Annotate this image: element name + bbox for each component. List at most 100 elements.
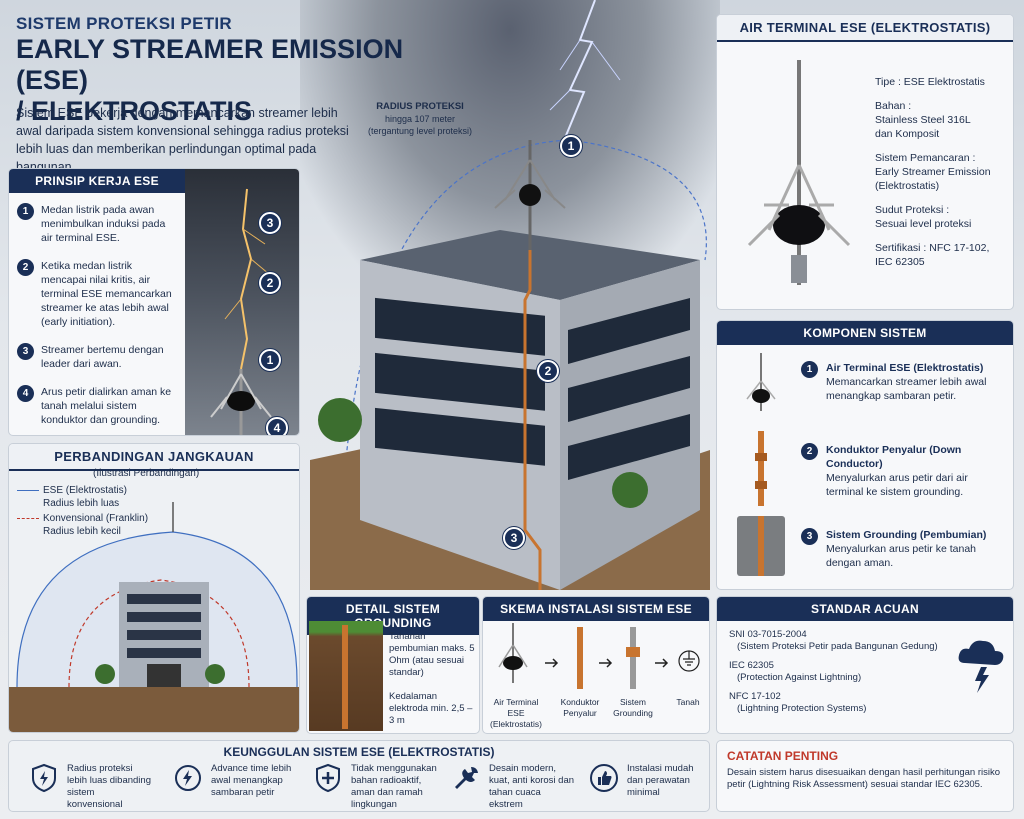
keunggulan-text-2: Advance time lebih awal menangkap sambar… [211,763,292,798]
airterm-title: AIR TERMINAL ESE (ELEKTROSTATIS) [717,15,1013,42]
komponen-item-2: 2 Konduktor Penyalur (Down Conductor)Men… [727,431,1007,506]
prinsip-photo [185,169,299,435]
airterm-specs: Tipe : ESE Elektrostatis Bahan : Stainle… [875,75,1010,269]
standar-code-2: IEC 62305 [729,660,774,671]
komponen-desc-2: Menyalurkan arus petir dari air terminal… [826,472,968,498]
grounding-bullets: Tahanan pembumian maks. 5 Ohm (atau sesu… [389,631,477,727]
radius-line1: hingga 107 meter [384,114,456,124]
spec-sertifikasi: Sertifikasi : NFC 17-102, [875,242,990,254]
skema-label-1: Air Terminal ESE (Elektrostatis) [490,697,542,729]
prinsip-list: 1 Medan listrik pada awan menimbulkan in… [9,195,181,435]
grounding-bullet-2: Kedalaman elektroda min. 2,5 – 3 m [389,691,473,726]
prinsip-item-4: 4 Arus petir dialirkan aman ke tanah mel… [17,385,175,427]
skema-title: SKEMA INSTALASI SISTEM ESE [483,597,709,621]
keunggulan-title: KEUNGGULAN SISTEM ESE (ELEKTROSTATIS) [223,745,495,759]
airterm-panel: AIR TERMINAL ESE (ELEKTROSTATIS) Tipe : … [716,14,1014,310]
standar-code-1: SNI 03-7015-2004 [729,629,807,640]
photo-marker-1: 1 [259,349,281,371]
lightning-bolt-illustration [549,0,621,150]
komponen-name-1: Air Terminal ESE (Elektrostatis) [826,362,984,374]
prinsip-text-3: Streamer bertemu dengan leader dari awan… [41,344,164,370]
jangkauan-title: PERBANDINGAN JANGKAUAN [9,444,299,471]
komponen-num-2: 2 [801,443,818,460]
prinsip-num-2: 2 [17,259,34,276]
komponen-num-1: 1 [801,361,818,378]
komponen-desc-1: Memancarkan streamer lebih awal menangka… [826,376,987,402]
keunggulan-text-1: Radius proteksi lebih luas dibanding sis… [67,763,151,810]
page-title: EARLY STREAMER EMISSION (ESE) / ELEKTROS… [16,34,456,127]
keunggulan-panel: KEUNGGULAN SISTEM ESE (ELEKTROSTATIS) Ra… [8,740,710,812]
legend-ese: ESE (Elektrostatis) Radius lebih luas [17,484,127,510]
radius-title: RADIUS PROTEKSI [376,101,464,112]
legend-konv-label: Konvensional (Franklin) [43,513,149,524]
legend-ese-sub: Radius lebih luas [43,498,120,509]
komponen-panel: KOMPONEN SISTEM 1 Air Terminal ESE (Elek… [716,320,1014,590]
bolt-circle-icon [175,765,201,791]
komponen-item-1: 1 Air Terminal ESE (Elektrostatis) Memanc… [727,351,1007,421]
shield-bolt-icon [32,763,56,793]
grounding-panel: DETAIL SISTEM GROUNDING Tahanan pembumia… [306,596,480,734]
prinsip-item-1: 1 Medan listrik pada awan menimbulkan in… [17,203,175,245]
keunggulan-text-4: Desain modern, kuat, anti korosi dan tah… [489,763,575,810]
prinsip-num-4: 4 [17,385,34,402]
prinsip-item-2: 2 Ketika medan listrik mencapai nilai kr… [17,259,175,329]
komponen-num-3: 3 [801,528,818,545]
standar-code-3: NFC 17-102 [729,691,781,702]
radius-label: RADIUS PROTEKSI hingga 107 meter (tergan… [360,100,480,137]
prinsip-text-2: Ketika medan listrik mencapai nilai krit… [41,260,172,328]
soil-cross-section [309,621,383,731]
spec-bahan-v2: dan Komposit [875,128,940,140]
building-illustration [310,139,710,590]
catatan-panel: CATATAN PENTING Desain sistem harus dise… [716,740,1014,812]
spec-tipe: Tipe : ESE Elektrostatis [875,76,985,88]
spec-bahan: Bahan : [875,100,912,112]
spec-sertifikasi-v: IEC 62305 [875,256,925,268]
legend-konv: Konvensional (Franklin) Radius lebih kec… [17,512,148,538]
prinsip-item-3: 3 Streamer bertemu dengan leader dari aw… [17,343,175,371]
keunggulan-item-4: Desain modern, kuat, anti korosi dan tah… [451,763,575,811]
prinsip-num-3: 3 [17,343,34,360]
building-marker-3: 3 [503,527,525,549]
keunggulan-item-2: Advance time lebih awal menangkap sambar… [173,763,299,799]
air-terminal-thumb-icon [746,353,776,411]
komponen-desc-3: Menyalurkan arus petir ke tanah dengan a… [826,543,976,569]
photo-marker-2: 2 [259,272,281,294]
keunggulan-item-5: Instalasi mudah dan perawatan minimal [589,763,705,799]
coverage-comparison-diagram [9,502,299,732]
skema-diagram [498,623,700,689]
spec-pemancaran: Sistem Pemancaran : [875,152,976,164]
prinsip-text-4: Arus petir dialirkan aman ke tanah melal… [41,386,172,426]
grounding-thumb-icon [737,516,785,576]
header-kicker: SISTEM PROTEKSI PETIR [16,14,232,33]
keunggulan-item-1: Radius proteksi lebih luas dibanding sis… [29,763,151,811]
page-title-line1: EARLY STREAMER EMISSION (ESE) [16,34,404,95]
legend-ese-label: ESE (Elektrostatis) [43,485,127,496]
jangkauan-panel: PERBANDINGAN JANGKAUAN (Ilustrasi Perban… [8,443,300,733]
prinsip-num-1: 1 [17,203,34,220]
thumbs-up-icon [590,764,618,792]
building-marker-2: 2 [537,360,559,382]
keunggulan-item-3: Tidak menggunakan bahan radioaktif, aman… [313,763,445,811]
catatan-text: Desain sistem harus disesuaikan dengan h… [727,767,1001,790]
page-title-line2: / ELEKTROSTATIS [16,96,252,126]
spec-pemancaran-v1: Early Streamer Emission [875,166,991,178]
photo-marker-4: 4 [266,417,288,435]
jangkauan-subtitle: (Ilustrasi Perbandingan) [93,468,200,479]
skema-label-3: Sistem Grounding [613,697,653,718]
air-terminal-icon [747,60,851,285]
standar-title: STANDAR ACUAN [717,597,1013,621]
prinsip-title: PRINSIP KERJA ESE [9,169,185,193]
spec-sudut-v: Sesuai level proteksi [875,218,972,230]
standar-desc-3: (Lightning Protection Systems) [737,703,867,714]
grounding-bullet-1: Tahanan pembumian maks. 5 Ohm (atau sesu… [389,631,475,678]
radius-line2: (tergantung level proteksi) [367,126,473,136]
standar-desc-2: (Protection Against Lightning) [737,672,862,683]
photo-marker-3: 3 [259,212,281,234]
storm-cloud-icon [958,640,1004,693]
komponen-name-3: Sistem Grounding (Pembumian) [826,529,987,541]
standar-list: SNI 03-7015-2004 (Sistem Proteksi Petir … [729,629,949,715]
wrench-icon [455,767,478,789]
spec-pemancaran-v2: (Elektrostatis) [875,180,940,192]
standar-panel: STANDAR ACUAN SNI 03-7015-2004 (Sistem P… [716,596,1014,734]
skema-panel: SKEMA INSTALASI SISTEM ESE Air Terminal … [482,596,710,734]
